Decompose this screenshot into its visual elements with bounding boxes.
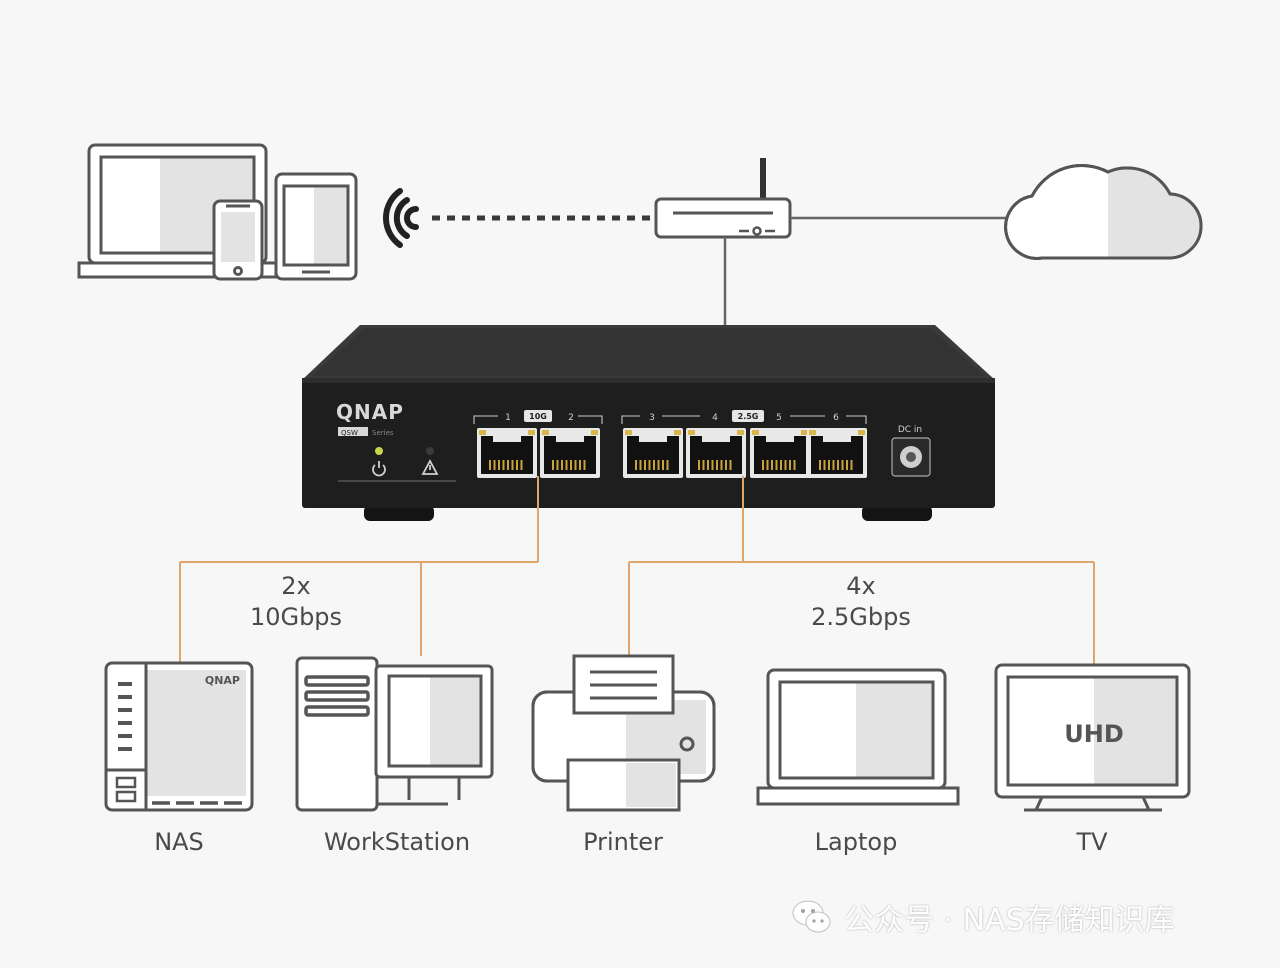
tablet-client-icon xyxy=(274,172,358,281)
rj45-port-5 xyxy=(750,428,810,478)
nas-label: NAS xyxy=(154,828,204,856)
rj45-port-2 xyxy=(540,428,600,478)
power-icon xyxy=(372,461,386,477)
port-group-10g-bracket xyxy=(473,415,603,424)
ten-gig-links xyxy=(179,476,539,662)
wifi-signal-icon xyxy=(382,188,419,248)
dc-in-label: DC in xyxy=(898,425,922,435)
port-group-10g-label: 10G xyxy=(529,412,547,421)
rj45-port-1 xyxy=(477,428,537,478)
workstation-icon xyxy=(295,656,494,812)
ten-gig-label: 2x 10Gbps xyxy=(236,571,356,633)
watermark-text: 公众号 · NAS存储知识库 xyxy=(844,903,1175,938)
laptop-label: Laptop xyxy=(814,828,898,856)
watermark: 公众号 · NAS存储知识库 xyxy=(790,895,1175,939)
port-group-25g-bracket xyxy=(621,415,867,424)
laptop-icon xyxy=(756,668,960,806)
switch-device xyxy=(302,325,995,521)
power-led xyxy=(375,447,383,455)
two-five-gig-count: 4x xyxy=(846,572,876,600)
alert-led xyxy=(426,447,434,455)
printer-label: Printer xyxy=(583,828,663,856)
tv-screen-label: UHD xyxy=(1064,720,1124,748)
two-five-gig-label: 4x 2.5Gbps xyxy=(796,571,926,633)
tv-icon xyxy=(994,663,1191,812)
rj45-port-4 xyxy=(686,428,746,478)
port-number-1: 1 xyxy=(505,413,511,423)
two-five-gig-links xyxy=(628,476,1095,664)
switch-series: QSW xyxy=(341,429,358,437)
nas-icon xyxy=(104,661,254,812)
port-number-2: 2 xyxy=(568,413,574,423)
port-number-3: 3 xyxy=(649,413,655,423)
two-five-gig-speed: 2.5Gbps xyxy=(811,603,911,631)
port-group-25g-label: 2.5G xyxy=(738,412,759,421)
port-number-6: 6 xyxy=(833,413,839,423)
switch-brand: QNAP xyxy=(336,400,404,424)
printer-icon xyxy=(531,654,716,812)
cloud-icon xyxy=(1004,164,1203,260)
phone-client-icon xyxy=(212,199,264,281)
workstation-label: WorkStation xyxy=(323,828,471,856)
ethernet-ports xyxy=(477,428,867,478)
port-number-4: 4 xyxy=(712,413,718,423)
ten-gig-count: 2x xyxy=(281,572,311,600)
warning-icon xyxy=(421,459,439,475)
dc-in-jack xyxy=(891,437,931,477)
ten-gig-speed: 10Gbps xyxy=(249,603,343,631)
router-icon xyxy=(654,158,792,239)
tv-label: TV xyxy=(1076,828,1108,856)
wechat-icon xyxy=(792,900,831,933)
rj45-port-6 xyxy=(807,428,867,478)
nas-brand: QNAP xyxy=(205,674,240,687)
port-number-5: 5 xyxy=(776,413,782,423)
switch-series-suffix: Series xyxy=(372,429,394,437)
rj45-port-3 xyxy=(623,428,683,478)
